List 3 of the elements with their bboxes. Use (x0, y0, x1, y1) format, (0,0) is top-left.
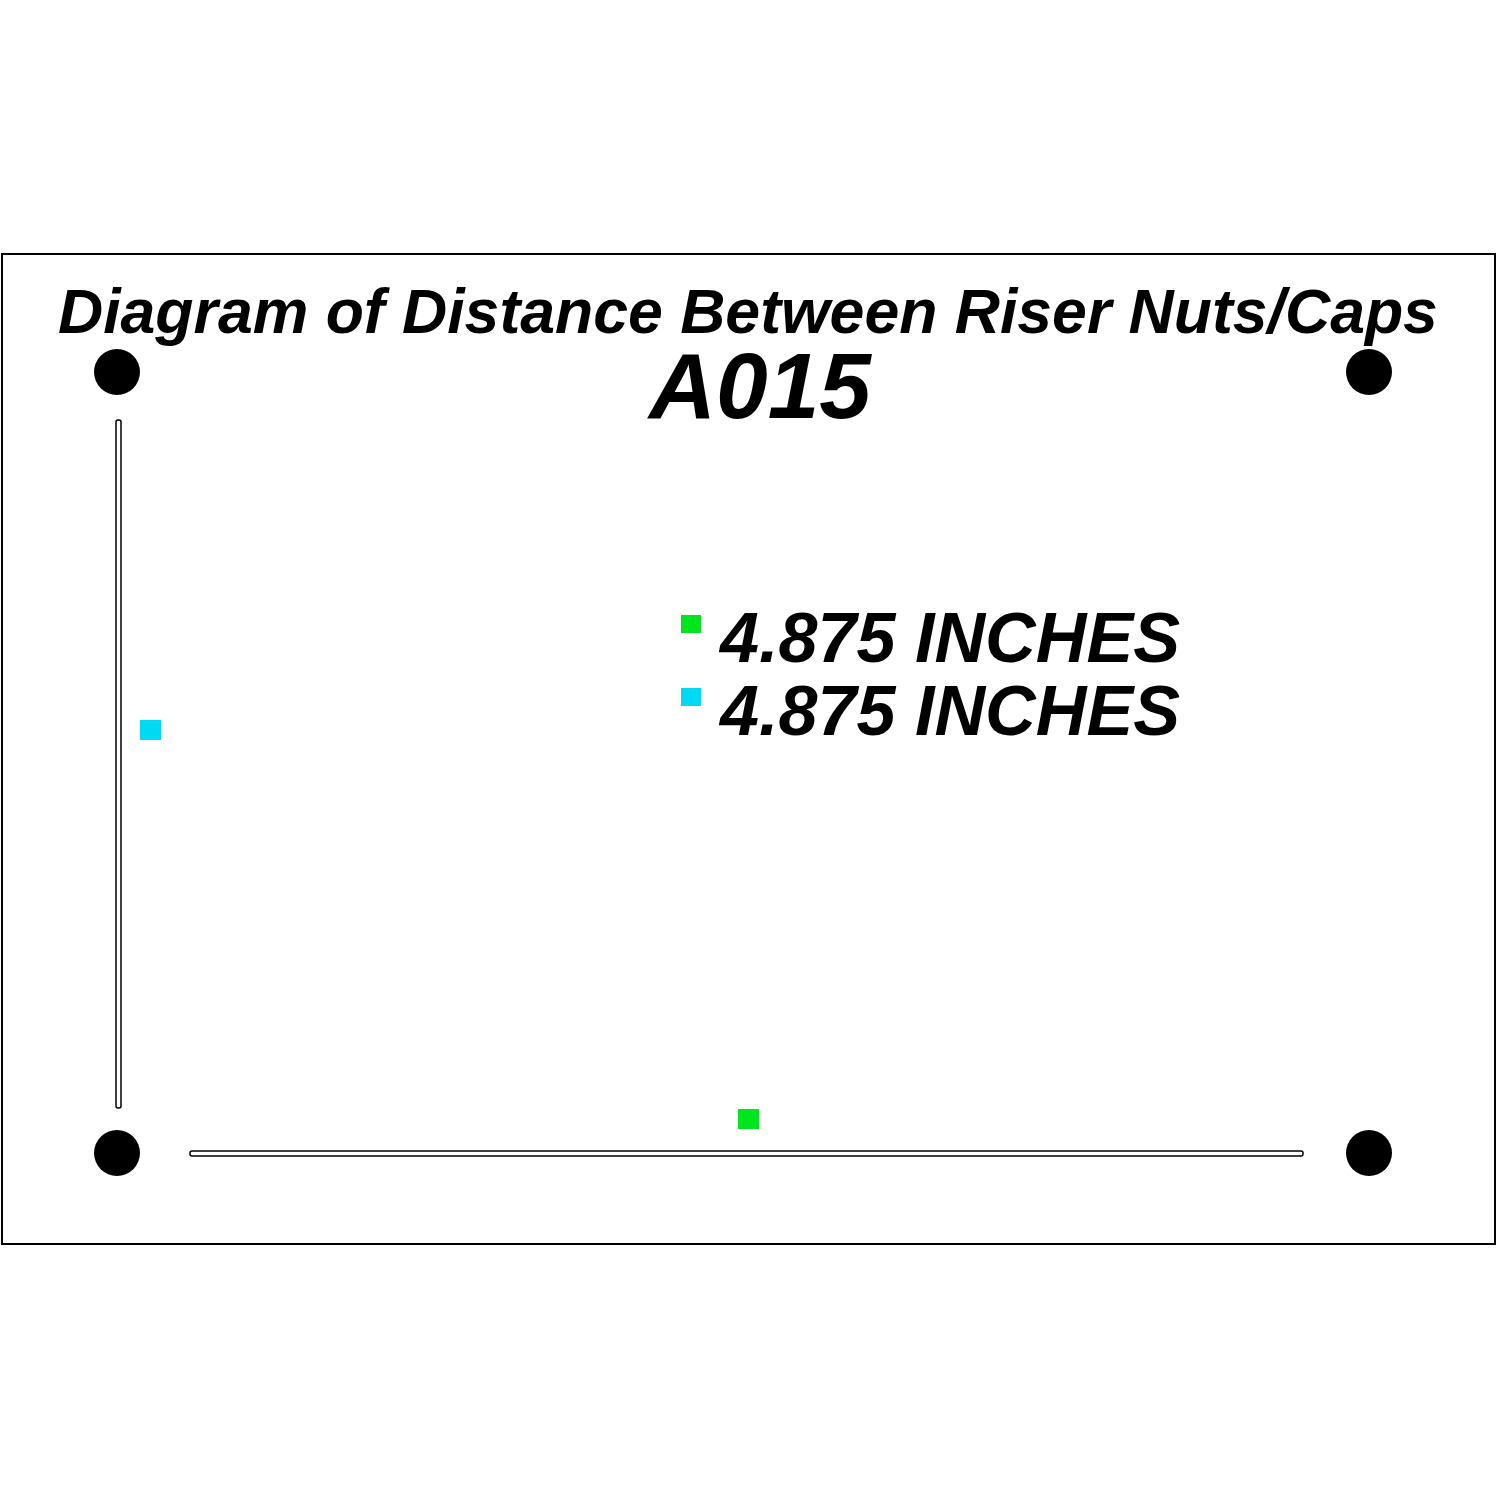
legend-label: 4.875 INCHES (720, 603, 1180, 674)
legend-label: 4.875 INCHES (720, 676, 1180, 747)
model-number: A015 (649, 340, 871, 433)
